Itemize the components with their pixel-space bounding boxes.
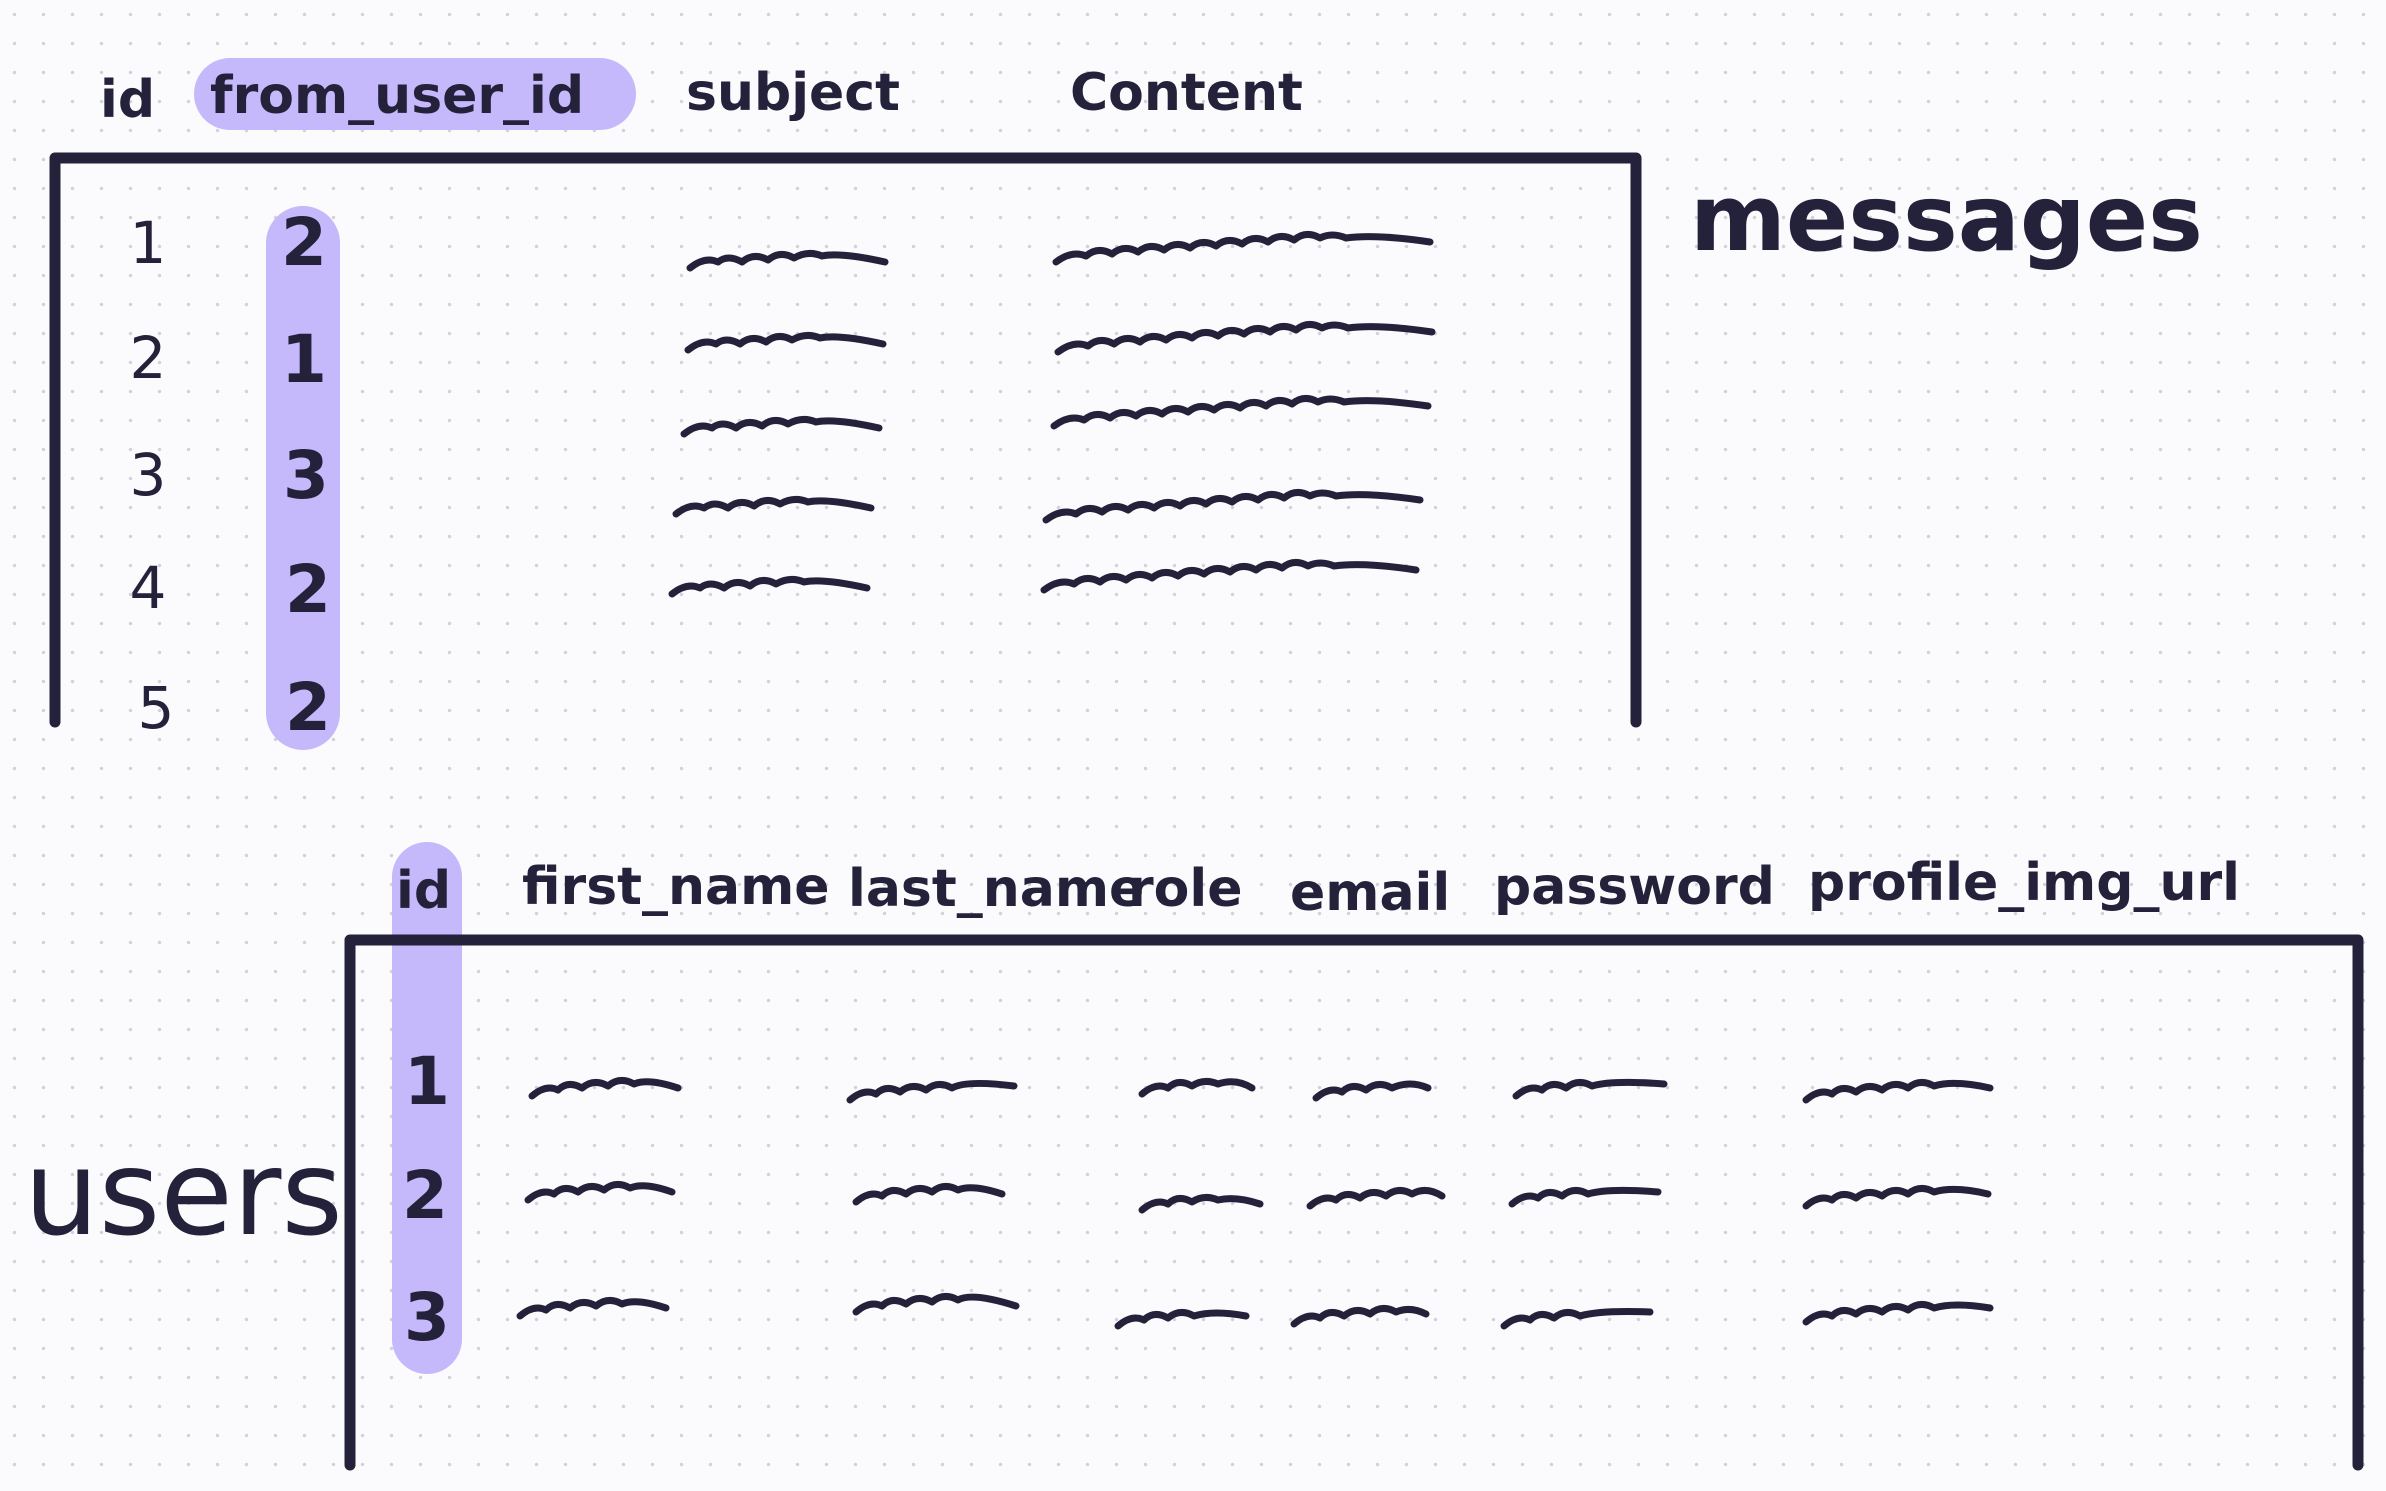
users-id-column-highlight	[392, 842, 462, 1374]
messages-row-5-id: 5	[138, 674, 175, 742]
messages-col-id: id	[100, 70, 155, 130]
users-row-1-id: 1	[404, 1043, 450, 1120]
scribble-placeholder	[1054, 321, 1436, 356]
scribble-placeholder	[1802, 1185, 1992, 1210]
users-row-2-placeholders	[524, 1181, 1992, 1214]
messages-row-2-id: 2	[130, 324, 167, 392]
scribble-placeholder	[1040, 559, 1420, 594]
scribble-placeholder	[1138, 1193, 1264, 1214]
users-table-name: users	[24, 1124, 343, 1262]
scribble-placeholder	[852, 1293, 1020, 1316]
from-user-id-header-highlight	[194, 58, 636, 130]
messages-row-3-id: 3	[130, 441, 167, 509]
messages-row-4-id: 4	[130, 554, 167, 622]
users-table-frame	[344, 934, 2364, 1471]
scribble-placeholder	[1290, 1305, 1430, 1328]
messages-content-placeholders	[1040, 231, 1436, 594]
scribble-placeholder	[1312, 1080, 1432, 1102]
scribble-placeholder	[684, 331, 887, 354]
messages-table: id from_user_id subject Content 1 2 3 4 …	[49, 58, 2203, 750]
users-row-3-id: 3	[404, 1279, 450, 1356]
scribble-placeholder	[516, 1297, 670, 1320]
users-row-3-placeholders	[516, 1293, 1994, 1330]
scribble-placeholder	[852, 1183, 1006, 1206]
messages-table-name: messages	[1690, 165, 2203, 272]
scribble-placeholder	[524, 1181, 676, 1204]
messages-row-5-from-user-id: 2	[285, 669, 331, 746]
messages-subject-placeholders	[668, 249, 889, 598]
users-col-password: password	[1494, 857, 1775, 917]
scribble-placeholder	[680, 415, 883, 438]
users-col-id: id	[396, 861, 451, 921]
scribble-placeholder	[672, 495, 875, 518]
messages-row-1-id: 1	[130, 209, 167, 277]
scribble-placeholder	[1500, 1308, 1654, 1330]
users-table: id first_name last_name role email passw…	[24, 842, 2364, 1471]
scribble-placeholder	[846, 1079, 1018, 1104]
users-row-2-id: 2	[402, 1157, 448, 1234]
users-row-1-placeholders	[528, 1077, 1994, 1104]
users-col-last-name: last_name	[848, 859, 1144, 919]
scribble-placeholder	[1802, 1301, 1994, 1326]
messages-table-frame	[49, 152, 1642, 728]
users-col-email: email	[1290, 863, 1450, 923]
scribble-placeholder	[1306, 1187, 1446, 1210]
messages-row-2-from-user-id: 1	[281, 321, 327, 398]
scribble-placeholder	[1138, 1077, 1256, 1098]
scribble-placeholder	[1042, 489, 1424, 524]
messages-col-from-user-id: from_user_id	[210, 66, 584, 126]
messages-col-content: Content	[1070, 63, 1303, 123]
scribble-placeholder	[1802, 1079, 1994, 1104]
scribble-placeholder	[668, 575, 871, 598]
scribble-placeholder	[686, 249, 889, 272]
messages-row-4-from-user-id: 2	[285, 551, 331, 628]
scribble-placeholder	[1512, 1078, 1668, 1100]
scribble-placeholder	[528, 1077, 682, 1100]
users-col-role: role	[1128, 859, 1242, 919]
scribble-placeholder	[1508, 1186, 1662, 1208]
messages-row-1-from-user-id: 2	[281, 204, 327, 281]
users-col-first-name: first_name	[522, 857, 830, 917]
from-user-id-column-highlight	[266, 206, 340, 750]
scribble-placeholder	[1052, 231, 1434, 266]
users-col-profile-img-url: profile_img_url	[1808, 853, 2240, 913]
messages-row-3-from-user-id: 3	[283, 437, 329, 514]
scribble-placeholder	[1050, 395, 1432, 430]
messages-col-subject: subject	[686, 63, 900, 123]
scribble-placeholder	[1114, 1309, 1250, 1330]
